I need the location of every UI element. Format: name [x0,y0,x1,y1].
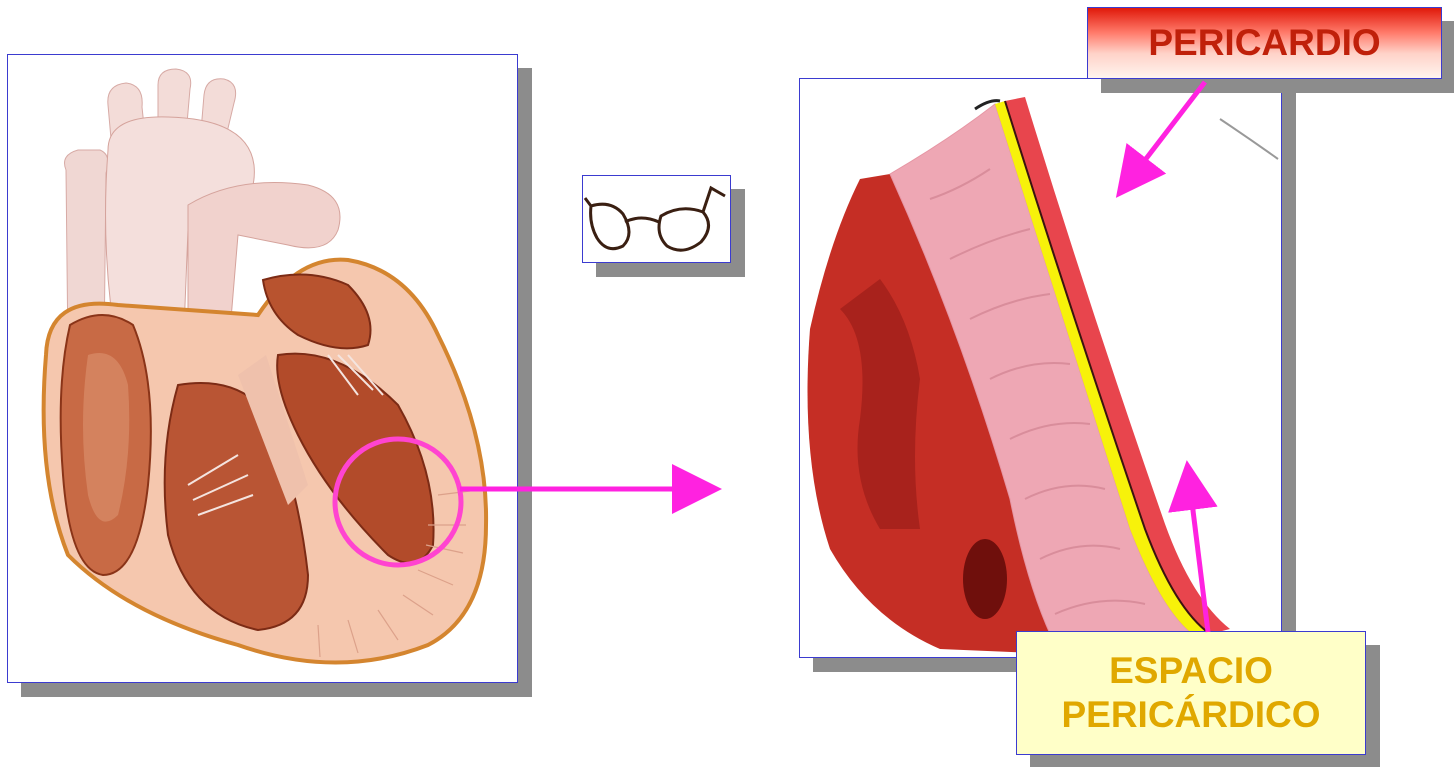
zoomed-wall-panel [799,78,1282,658]
pericardio-label: PERICARDIO [1087,7,1442,79]
outer-edge-fragment [1220,119,1278,159]
glasses-panel [582,175,731,263]
glasses-icon [583,176,730,262]
pericardio-text: PERICARDIO [1148,22,1380,64]
heart-illustration [8,55,517,682]
heart-cross-section-panel [7,54,518,683]
heart-wall-closeup [800,79,1281,657]
espacio-pericardico-label: ESPACIO PERICÁRDICO [1016,631,1366,755]
espacio-text-line1: ESPACIO [1109,649,1273,693]
espacio-text-line2: PERICÁRDICO [1061,693,1320,737]
dark-recess [963,539,1007,619]
